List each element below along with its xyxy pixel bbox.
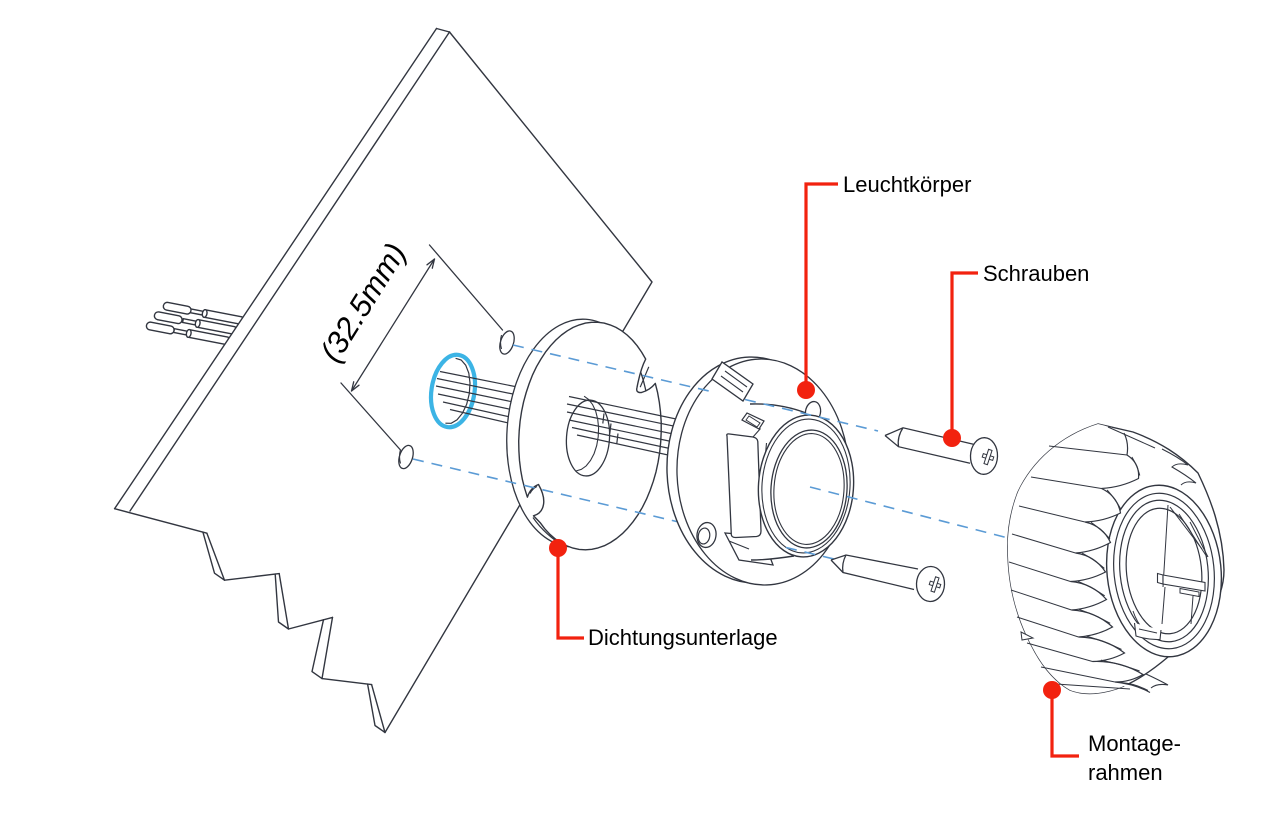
svg-text:Leuchtkörper: Leuchtkörper: [843, 172, 971, 197]
svg-text:Schrauben: Schrauben: [983, 261, 1089, 286]
svg-text:Montage-: Montage-: [1088, 731, 1181, 756]
svg-text:Dichtungsunterlage: Dichtungsunterlage: [588, 625, 778, 650]
svg-text:rahmen: rahmen: [1088, 760, 1163, 785]
